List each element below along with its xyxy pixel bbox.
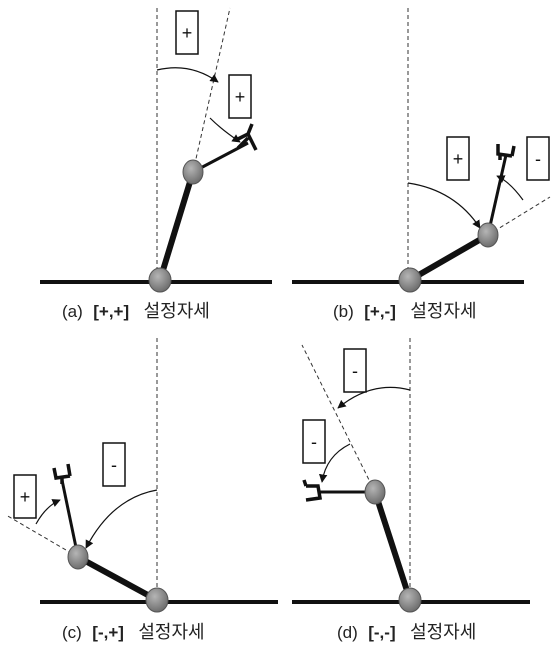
robot-link-1	[75, 554, 160, 603]
configuration-title: 설정자세	[410, 301, 476, 321]
joint2-sign-box: +	[228, 74, 252, 119]
joint2-sign-text: +	[235, 87, 246, 107]
joint2-sign-box: -	[302, 419, 326, 464]
joint1-angle-arrow	[156, 67, 219, 83]
panel-letter: (b)	[333, 302, 354, 321]
joint1-sign-text: -	[352, 361, 358, 381]
base-joint	[398, 587, 422, 613]
joint2-angle-arrow	[35, 499, 61, 525]
joint1-sign-box: -	[343, 348, 367, 393]
panel-a: + + (a) [+,+] 설정자세	[40, 7, 272, 321]
joint2-sign-text: -	[311, 432, 317, 452]
joint1-sign-box: +	[446, 136, 470, 181]
link1-extension-line	[192, 7, 231, 173]
base-joint	[398, 267, 422, 293]
joint1-sign-box: -	[102, 442, 126, 487]
robot-link-1	[407, 232, 491, 283]
link1-extension-line	[487, 196, 551, 236]
gripper-icon	[496, 144, 516, 160]
base-joint	[148, 267, 172, 293]
robot-link-2	[486, 154, 508, 236]
panel-letter: (d)	[337, 623, 358, 642]
robot-link-2	[60, 479, 80, 558]
joint-1	[182, 159, 204, 185]
joint1-sign-text: -	[111, 455, 117, 475]
gripper-icon	[52, 463, 72, 484]
robot-link-1	[372, 489, 413, 603]
robot-link-1	[157, 169, 196, 283]
configuration-title: 설정자세	[138, 622, 204, 642]
joint2-sign-text: +	[20, 487, 31, 507]
panel-letter: (c)	[62, 623, 82, 642]
panel-b: + - (b) [+,-] 설정자세	[292, 8, 551, 321]
joint1-angle-arrow	[407, 182, 481, 229]
configuration-sign: [+,+]	[93, 302, 129, 321]
gripper-icon	[235, 123, 258, 151]
joint2-sign-box: -	[526, 136, 550, 181]
gripper-icon	[302, 479, 323, 502]
configuration-sign: [-,-]	[368, 623, 395, 642]
configuration-title: 설정자세	[144, 301, 210, 321]
panel-d-caption: (d) [-,-] 설정자세	[337, 622, 476, 642]
panel-b-caption: (b) [+,-] 설정자세	[333, 301, 477, 321]
panel-d: - - (d) [-,-] 설정자세	[292, 338, 530, 642]
joint-1	[477, 222, 499, 248]
joint1-sign-text: +	[182, 23, 193, 43]
joint-1	[67, 544, 89, 570]
configuration-sign: [-,+]	[92, 623, 124, 642]
link1-extension-line	[5, 514, 79, 558]
configuration-sign: [+,-]	[364, 302, 396, 321]
panel-a-caption: (a) [+,+] 설정자세	[62, 301, 210, 321]
joint1-angle-arrow	[85, 489, 158, 549]
panel-c: - + (c) [-,+] 설정자세	[5, 338, 278, 642]
joint2-sign-text: -	[535, 149, 541, 169]
joint2-sign-box: +	[13, 474, 37, 519]
joint1-sign-box: +	[175, 10, 199, 55]
panel-letter: (a)	[62, 302, 83, 321]
panel-c-caption: (c) [-,+] 설정자세	[62, 622, 205, 642]
joint1-sign-text: +	[453, 149, 464, 169]
configuration-title: 설정자세	[410, 622, 476, 642]
joint1-angle-arrow	[337, 386, 411, 409]
joint2-angle-arrow	[319, 443, 351, 483]
joint2-angle-arrow	[496, 175, 524, 201]
base-joint	[145, 587, 169, 613]
joint-1	[364, 479, 386, 505]
link1-extension-line	[301, 344, 376, 493]
